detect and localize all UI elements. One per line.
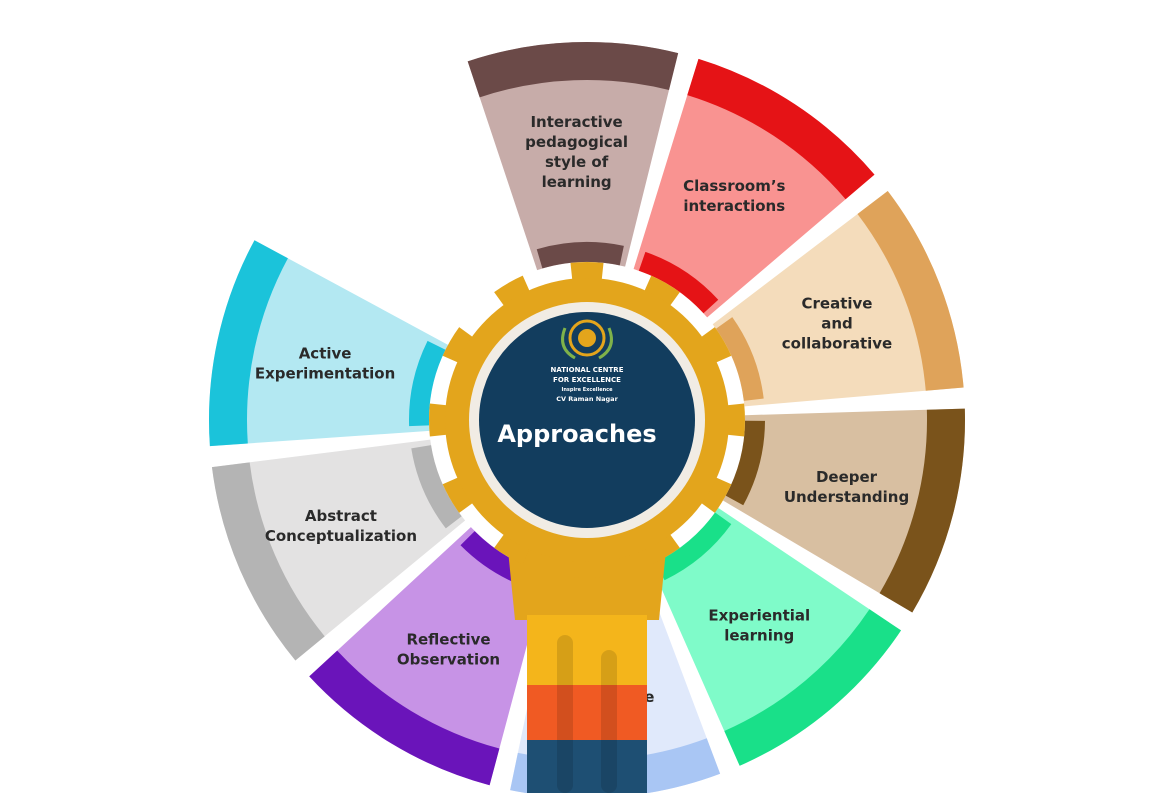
wheel-segments: Interactive pedagogical style of learning Cl…	[209, 42, 965, 793]
key-shaft	[507, 540, 667, 793]
gear-tooth	[442, 327, 474, 364]
logo-line-2: FOR EXCELLENCE	[553, 376, 621, 384]
segment-label-active: Experimentation	[255, 364, 395, 382]
segment-inner-band	[725, 420, 765, 506]
segment-outer-band	[209, 240, 288, 447]
emblem-laurel-right	[598, 327, 613, 360]
segment-inner-band	[409, 340, 446, 427]
center-hub: NATIONAL CENTRE FOR EXCELLENCE Inspire E…	[429, 262, 746, 579]
segment-outer-band	[687, 58, 875, 200]
segment-label-abstract: Abstract	[305, 507, 377, 525]
gear-tooth	[494, 275, 531, 307]
emblem-core	[578, 329, 596, 347]
emblem-laurel-left	[561, 327, 576, 360]
segment-inner-band	[638, 251, 719, 314]
segment-outer-band	[724, 609, 902, 766]
segment-label-reflective: Reflective	[406, 630, 490, 648]
emblem-ring	[568, 319, 606, 357]
segment-outer-band	[211, 462, 325, 661]
segment-label-active: Active	[299, 344, 352, 362]
segment-label-reflective: Observation	[397, 650, 500, 668]
segment-label-classroom: Classroom’s	[683, 177, 785, 195]
logo-line-3: Inspire Excellence	[561, 387, 613, 393]
logo-line-4: CV Raman Nagar	[556, 395, 618, 403]
emblem-logo-icon	[561, 319, 613, 360]
segment-creative: Creative and collaborative	[712, 190, 964, 407]
segment-inner-band	[715, 317, 764, 401]
segment-inner-band	[536, 241, 624, 269]
segment-label-deeper: Deeper	[816, 468, 878, 486]
segment-label-deeper: Understanding	[784, 488, 909, 506]
gear-tooth	[643, 533, 680, 565]
segment-label-creative: and	[821, 314, 853, 332]
segment-label-creative: collaborative	[782, 334, 892, 352]
hub-disc	[479, 312, 695, 528]
segment-label-abstract: Conceptualization	[265, 527, 417, 545]
segment-interactive: Interactive pedagogical style of learning	[467, 42, 679, 271]
segment-outer-band	[879, 408, 965, 613]
segment-inner-band	[655, 512, 732, 581]
segment-outer-band	[857, 190, 964, 391]
segment-label-interactive: pedagogical	[525, 133, 628, 151]
segment-inner-band	[411, 445, 462, 529]
segment-experiential: Experiential learning	[650, 507, 902, 766]
gear-tooth	[570, 559, 604, 579]
gear-tooth	[726, 403, 746, 437]
logo-line-1: NATIONAL CENTRE	[551, 366, 624, 374]
gear-tooth	[643, 275, 680, 307]
segment-label-creative: Creative	[802, 294, 873, 312]
key-band-yellow	[527, 615, 647, 685]
segment-label-classroom: interactions	[683, 197, 785, 215]
key-band-navy	[527, 740, 647, 793]
segment-label-interactive: style of	[545, 153, 609, 171]
key-groove-right	[601, 650, 617, 793]
key-collar	[507, 540, 667, 620]
segment-classroom: Classroom’s interactions	[633, 58, 875, 318]
segment-label-experiential: learning	[724, 626, 794, 644]
segment-label-interactive: learning	[542, 173, 612, 191]
gear-tooth	[570, 262, 604, 281]
segment-label-experiential: Experiential	[708, 606, 810, 624]
gear-tooth	[442, 476, 474, 513]
center-title: Approaches	[497, 420, 656, 448]
segment-fill	[467, 42, 679, 271]
segment-label-interactive: Interactive	[530, 113, 622, 131]
gear-tooth	[700, 327, 732, 364]
key-groove-left	[557, 635, 573, 793]
gear-tooth	[494, 533, 531, 565]
gear-tooth	[429, 403, 448, 437]
segment-outer-band	[309, 650, 500, 786]
gear-tooth	[700, 476, 732, 513]
hub-gear-teeth	[429, 262, 746, 579]
segment-outer-band	[467, 42, 679, 98]
key-band-orange	[527, 685, 647, 740]
